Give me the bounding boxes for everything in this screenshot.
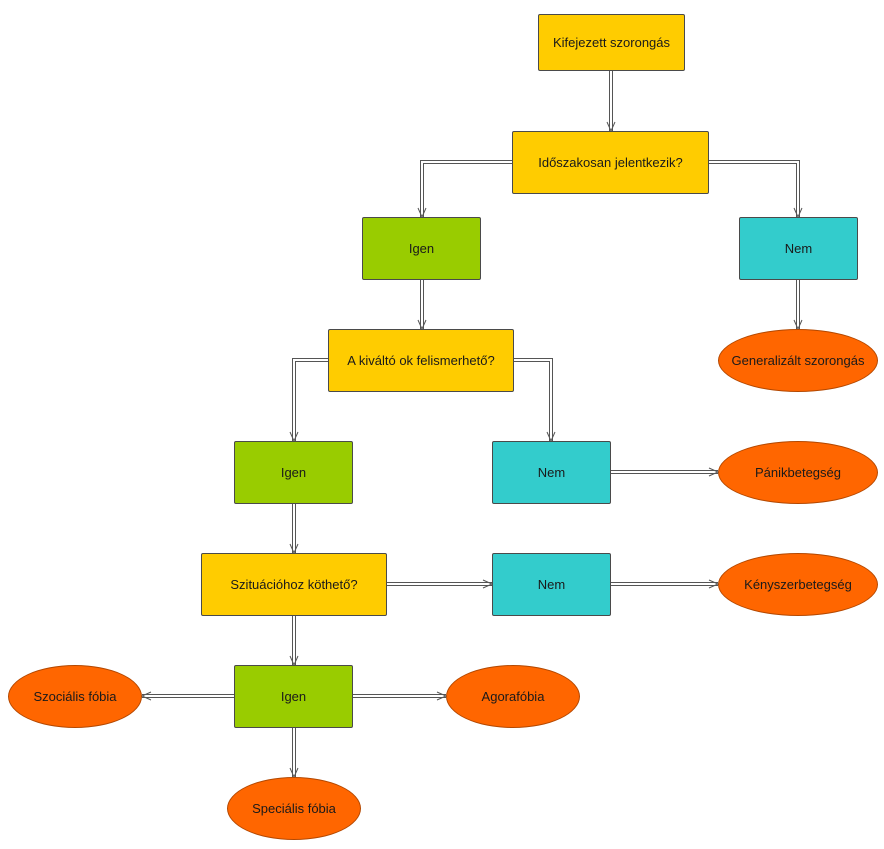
connector-idoszakosan-to-nem1	[709, 160, 803, 219]
connector-nem3-to-kenyszer	[611, 579, 720, 589]
node-label: Időszakosan jelentkezik?	[538, 155, 683, 170]
node-label: Nem	[537, 577, 566, 592]
node-kifejezett-szorongas: Kifejezett szorongás	[538, 14, 685, 71]
node-igen-3: Igen	[234, 665, 353, 728]
node-label: Generalizált szorongás	[731, 353, 865, 368]
connector-igen3-to-szocialis	[140, 691, 234, 701]
node-label: Nem	[784, 241, 813, 256]
node-label: Kifejezett szorongás	[552, 35, 671, 50]
connector-igen1-to-kivalto	[417, 280, 427, 331]
node-szituaciohoz-kotheto: Szituációhoz köthető?	[201, 553, 387, 616]
node-label: Agorafóbia	[481, 689, 545, 704]
connector-kivalto-to-nem2	[514, 358, 556, 443]
node-label: Pánikbetegség	[754, 465, 841, 480]
connector-igen3-to-agora	[353, 691, 448, 701]
node-panikbetegseg: Pánikbetegség	[718, 441, 878, 504]
node-nem-3: Nem	[492, 553, 611, 616]
node-nem-2: Nem	[492, 441, 611, 504]
connector-igen3-to-specialis	[289, 728, 299, 779]
node-label: Szociális fóbia	[33, 689, 117, 704]
node-szocialis-fobia: Szociális fóbia	[8, 665, 142, 728]
node-label: Szituációhoz köthető?	[230, 577, 358, 592]
node-label: Speciális fóbia	[252, 801, 336, 816]
node-igen-2: Igen	[234, 441, 353, 504]
connector-kifejezett-to-idoszakosan	[606, 71, 616, 133]
node-label: Kényszerbetegség	[744, 577, 852, 592]
connector-idoszakosan-to-igen1	[417, 160, 512, 219]
node-specialis-fobia: Speciális fóbia	[227, 777, 361, 840]
node-kenyszerbetegseg: Kényszerbetegség	[718, 553, 878, 616]
node-label: A kiváltó ok felismerhető?	[347, 353, 495, 368]
node-label: Igen	[280, 465, 307, 480]
node-nem-1: Nem	[739, 217, 858, 280]
node-generalizalt-szorongas: Generalizált szorongás	[718, 329, 878, 392]
node-label: Igen	[280, 689, 307, 704]
connector-nem2-to-panik	[611, 467, 720, 477]
arrowhead	[140, 691, 152, 701]
node-igen-1: Igen	[362, 217, 481, 280]
node-kivalto-ok: A kiváltó ok felismerhető?	[328, 329, 514, 392]
node-label: Nem	[537, 465, 566, 480]
connector-nem1-to-generalizalt	[793, 280, 803, 331]
connector-igen2-to-szituacio	[289, 504, 299, 555]
connector-szituacio-to-nem3	[387, 579, 494, 589]
connector-kivalto-to-igen2	[289, 358, 328, 443]
node-label: Igen	[408, 241, 435, 256]
node-idoszakosan-jelentkezik: Időszakosan jelentkezik?	[512, 131, 709, 194]
node-agorafobia: Agorafóbia	[446, 665, 580, 728]
connector-szituacio-to-igen3	[289, 616, 299, 667]
